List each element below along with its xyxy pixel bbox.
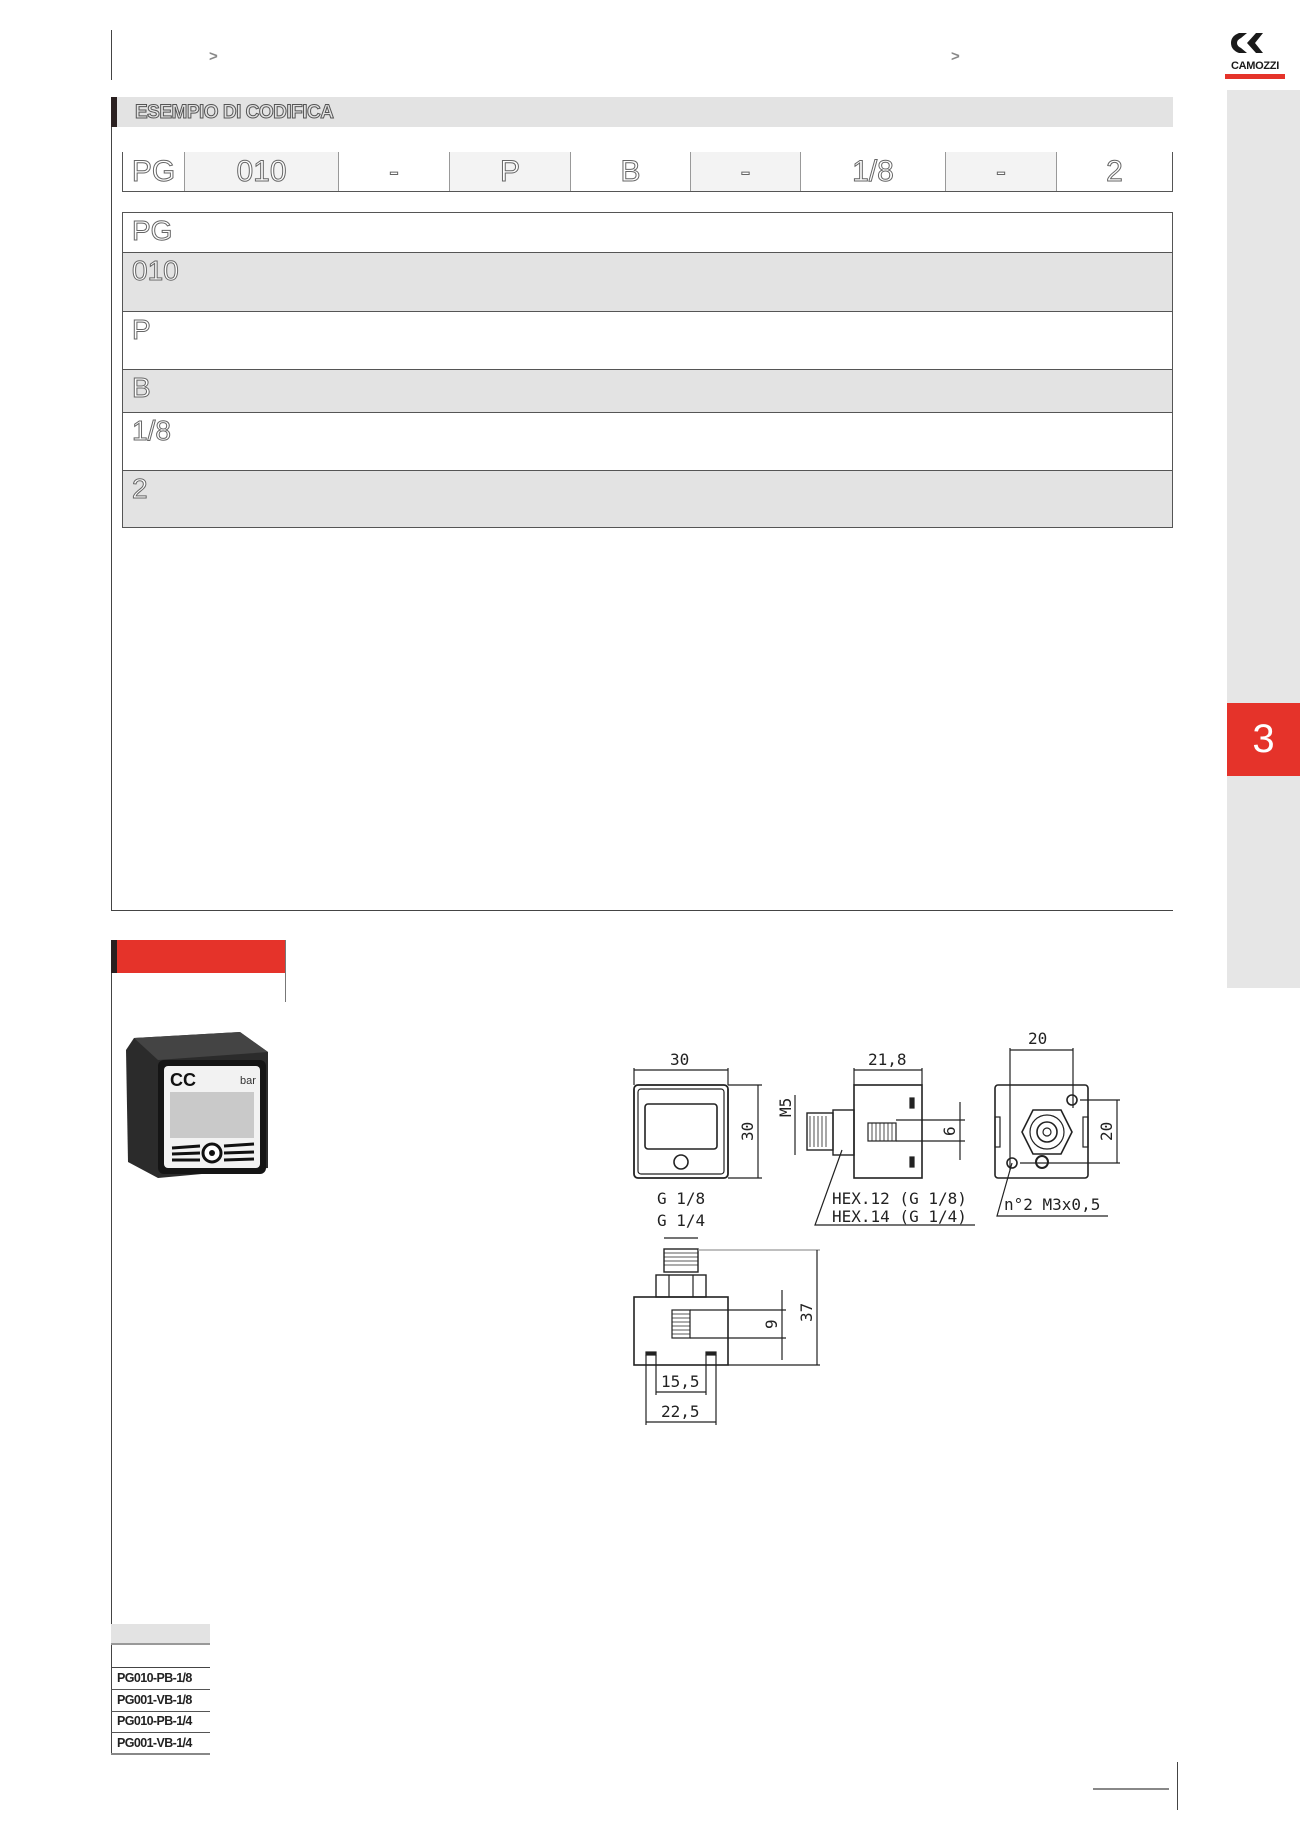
- rear-view: 20 20 n°2 M3x0,5: [994, 1029, 1120, 1217]
- footer-divider: [1177, 1762, 1178, 1810]
- hex-size-2: HEX.14 (G 1/4): [832, 1207, 967, 1226]
- dimension-drawing: 30 30 21,8 M5 6 HEX.12 (G 1/8) HEX.14 (G…: [633, 1029, 1120, 1425]
- code-part: 1/8: [800, 152, 945, 191]
- model-row: PG010-PB-1/4: [111, 1711, 210, 1733]
- definition-row: P: [123, 311, 1172, 369]
- models-table-header: [111, 1624, 210, 1645]
- definition-code: 2: [132, 473, 149, 505]
- code-part: -: [945, 152, 1056, 191]
- section-border-bottom: [111, 910, 1173, 911]
- definition-code: 1/8: [132, 415, 172, 447]
- footer-line: [1093, 1788, 1169, 1790]
- product-section-border-left: [111, 973, 112, 1755]
- breadcrumb-separator: >: [951, 48, 960, 65]
- model-row: PG001-VB-1/8: [111, 1690, 210, 1712]
- section-title: ESEMPIO DI CODIFICA: [134, 102, 334, 124]
- code-part: -: [690, 152, 800, 191]
- code-part: PG: [122, 152, 184, 191]
- product-photo: CC bar: [122, 1028, 274, 1182]
- definition-row: 2: [123, 470, 1172, 527]
- dim-side-depth: 21,8: [868, 1050, 907, 1069]
- model-row: PG001-VB-1/4: [111, 1733, 210, 1755]
- thread-size-1: G 1/8: [657, 1189, 705, 1208]
- dim-front-width: 30: [670, 1050, 689, 1069]
- definition-table: PG 010 P B 1/8 2: [122, 212, 1173, 528]
- dim-slot: 6: [940, 1126, 959, 1136]
- bottom-view: G 1/8 G 1/4 37 9 15,5 22,5: [633, 1189, 820, 1425]
- definition-code: P: [132, 314, 152, 346]
- product-header-divider: [285, 940, 286, 1002]
- svg-text:CC: CC: [170, 1070, 196, 1090]
- thread-size-2: G 1/4: [657, 1211, 705, 1230]
- product-unit-label: bar: [240, 1075, 256, 1087]
- definition-row: 010: [123, 252, 1172, 311]
- product-section-header: [111, 940, 285, 973]
- dim-rear-height: 20: [1097, 1122, 1116, 1141]
- breadcrumb-separator: >: [209, 48, 218, 65]
- dim-total-height: 37: [797, 1303, 816, 1322]
- camozzi-mark-icon: [1231, 33, 1263, 53]
- side-view: 21,8 M5 6 HEX.12 (G 1/8) HEX.14 (G 1/4): [776, 1050, 975, 1226]
- front-view: 30 30: [633, 1050, 762, 1179]
- code-part: P: [449, 152, 570, 191]
- definition-row: B: [123, 369, 1172, 412]
- dim-m5: M5: [776, 1098, 795, 1117]
- dim-rear-width: 20: [1028, 1029, 1047, 1048]
- code-part: -: [338, 152, 449, 191]
- dim-feet-inner: 15,5: [661, 1372, 700, 1391]
- dim-front-height: 30: [738, 1122, 757, 1141]
- logo-text: CAMOZZI: [1230, 60, 1279, 72]
- definition-code: B: [132, 372, 152, 404]
- chapter-tab[interactable]: 3: [1227, 703, 1300, 776]
- definition-code: PG: [131, 215, 173, 247]
- logo-bar: [1225, 74, 1285, 79]
- models-table-divider: [111, 1667, 210, 1668]
- section-border-left: [111, 97, 112, 910]
- header-divider: [111, 30, 112, 80]
- definition-row: 1/8: [123, 412, 1172, 470]
- chapter-sidebar: [1227, 90, 1300, 988]
- hex-size-1: HEX.12 (G 1/8): [832, 1189, 967, 1208]
- mount-holes: n°2 M3x0,5: [1004, 1195, 1100, 1214]
- definition-code: 010: [132, 255, 180, 287]
- section-header: ESEMPIO DI CODIFICA: [111, 97, 1173, 127]
- definition-row: PG: [123, 213, 1172, 252]
- camozzi-logo: CAMOZZI: [1225, 30, 1285, 79]
- code-part: 010: [184, 152, 338, 191]
- code-example-row: PG 010 - P B - 1/8 - 2: [122, 152, 1173, 192]
- dim-feet-outer: 22,5: [661, 1402, 700, 1421]
- code-part: B: [570, 152, 690, 191]
- model-row: PG010-PB-1/8: [111, 1668, 210, 1690]
- dim-bottom-slot: 9: [762, 1319, 781, 1329]
- code-part: 2: [1056, 152, 1173, 191]
